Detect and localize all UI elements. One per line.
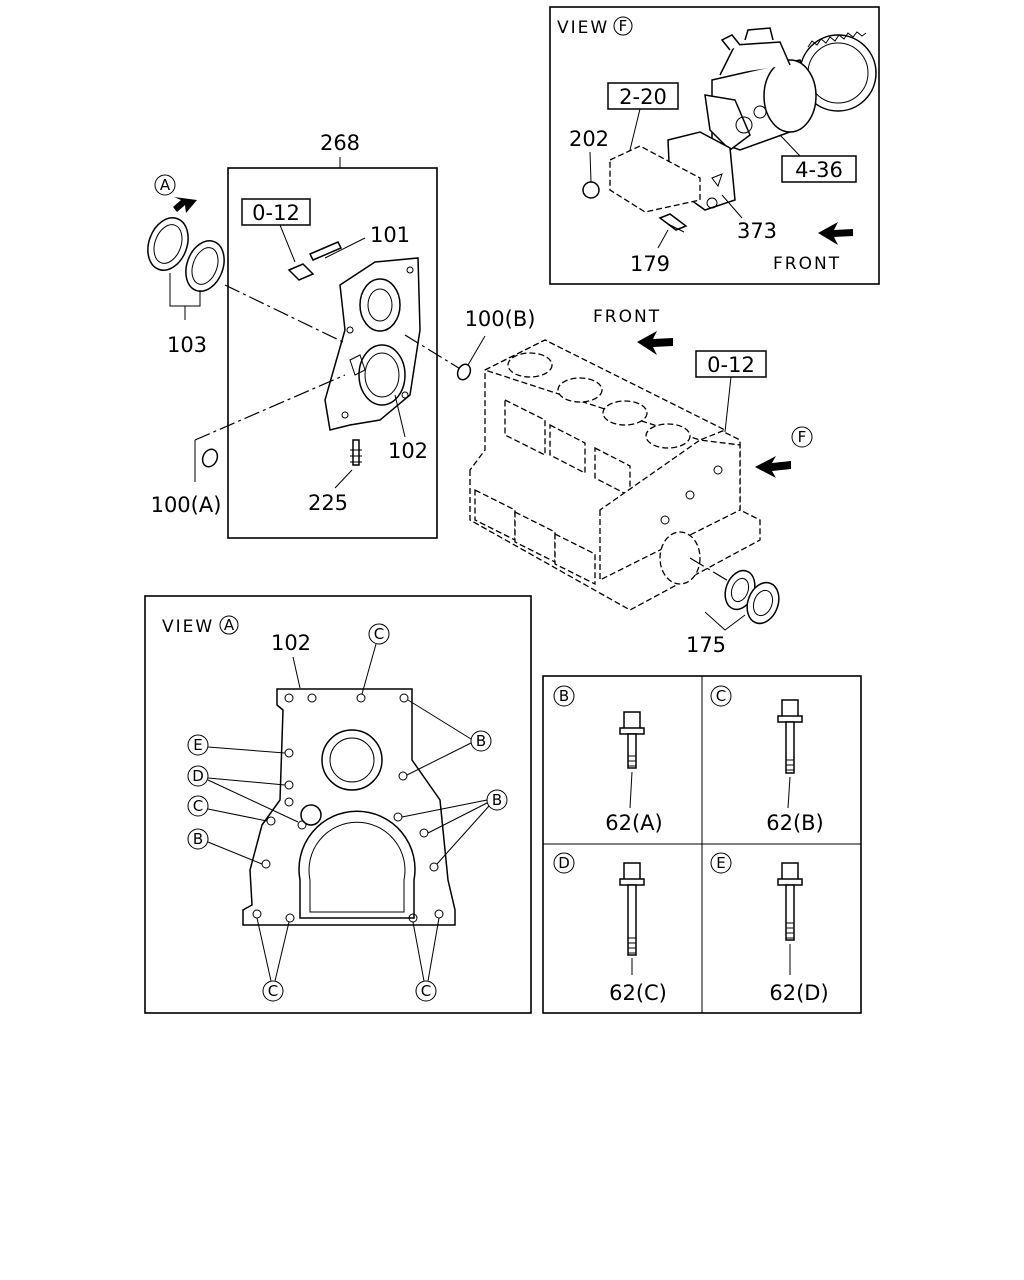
label-103: 103 (167, 333, 207, 357)
callout-c-top: C (374, 625, 384, 643)
oil-seal-103 (147, 217, 225, 292)
label-102: 102 (388, 439, 428, 463)
callout-e: E (193, 736, 202, 754)
bolt-label-62a: 62(A) (605, 811, 662, 835)
bolt-label-62c: 62(C) (609, 981, 667, 1005)
bolt-letter-c: C (716, 687, 726, 705)
main-assembly: 268 A 103 0-12 101 (147, 131, 813, 657)
label-179: 179 (630, 252, 670, 276)
view-a-label-102: 102 (271, 631, 311, 655)
label-0-12-block: 0-12 (707, 353, 755, 377)
view-a-letter-circle (219, 615, 239, 635)
callout-d: D (192, 767, 204, 785)
callout-a-circle (154, 174, 176, 196)
view-f-arrow (755, 456, 791, 478)
label-0-12-cover: 0-12 (252, 201, 300, 225)
bolt-cell-62b: C 62(B) (710, 685, 824, 835)
bolt-label-62b: 62(B) (766, 811, 824, 835)
callout-c-bottom-right: C (421, 982, 431, 1000)
view-a-panel: VIEW A 102 C E D (144, 595, 532, 1014)
label-225: 225 (308, 491, 348, 515)
front-cover-102 (324, 257, 421, 431)
view-a-frame (144, 595, 532, 1014)
view-a-arrow (173, 197, 197, 213)
callout-b-left: B (193, 830, 203, 848)
callout-c-left: C (193, 797, 203, 815)
callout-a-letter: A (160, 176, 171, 194)
view-f-panel: VIEW F 2-20 4-36 (549, 6, 880, 285)
label-268: 268 (320, 131, 360, 155)
view-a-letter: A (224, 616, 235, 634)
label-4-36: 4-36 (795, 158, 843, 182)
label-2-20: 2-20 (619, 85, 667, 109)
callout-b-right: B (492, 791, 502, 809)
label-202: 202 (569, 127, 609, 151)
main-front-arrow (637, 331, 673, 355)
label-175: 175 (686, 633, 726, 657)
label-100b: 100(B) (465, 307, 536, 331)
label-100a: 100(A) (151, 493, 222, 517)
view-f-front-label: FRONT (773, 254, 841, 274)
bolt-label-62d: 62(D) (769, 981, 828, 1005)
view-f-letter: F (619, 17, 628, 35)
view-f-title: VIEW (557, 18, 609, 38)
bolt-letter-b: B (559, 687, 569, 705)
view-f-front-arrow (818, 222, 853, 245)
label-373: 373 (737, 219, 777, 243)
engine-block (469, 339, 761, 611)
callout-f-letter: F (798, 428, 807, 446)
bolt-cell-62d: E 62(D) (710, 852, 829, 1005)
callout-f-circle (791, 426, 813, 448)
callout-c-bottom-left: C (268, 982, 278, 1000)
injection-pump-drawing (582, 27, 877, 233)
bolt-letter-d: D (558, 854, 570, 872)
label-101: 101 (370, 223, 410, 247)
view-a-title: VIEW (162, 617, 214, 637)
main-front-label: FRONT (593, 307, 661, 327)
bolt-table: B 62(A) C 62(B) D 6 (542, 675, 862, 1014)
view-f-letter-circle (613, 16, 633, 36)
frame-268 (227, 167, 438, 539)
bolt-cell-62c: D 62(C) (553, 852, 667, 1005)
callout-b-right-top: B (476, 732, 486, 750)
bolt-cell-62a: B 62(A) (553, 685, 663, 835)
view-f-frame (549, 6, 880, 285)
bolt-letter-e: E (716, 854, 725, 872)
